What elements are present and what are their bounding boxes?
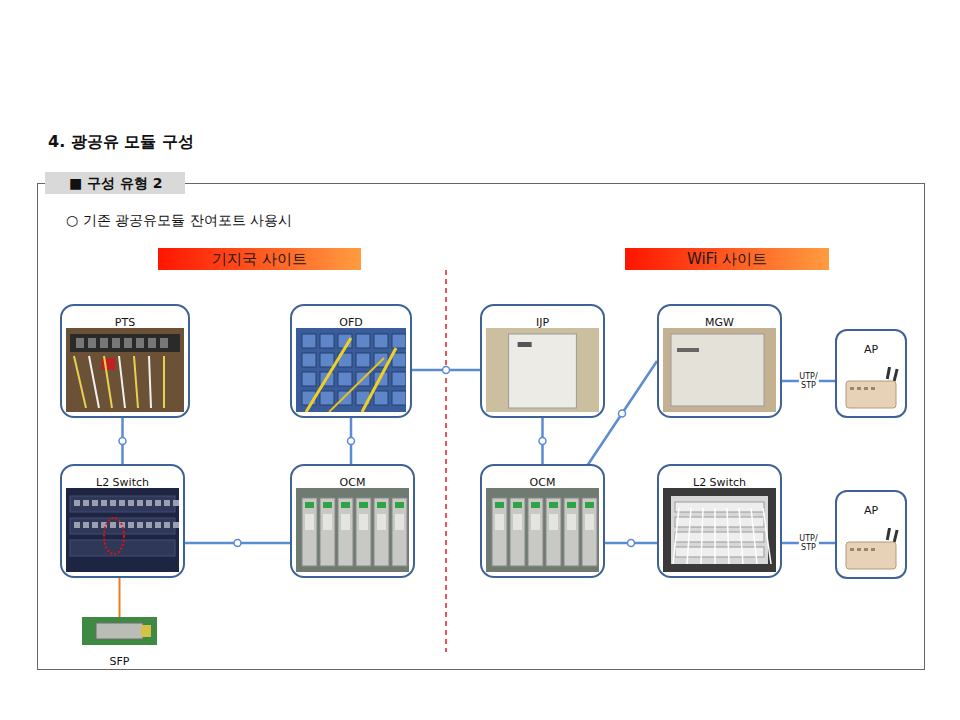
node-label: IJP xyxy=(536,316,549,329)
equipment-photo xyxy=(663,488,776,572)
connector-dot xyxy=(443,367,450,374)
equipment-box: PTS xyxy=(60,304,190,418)
equipment-photo xyxy=(663,328,776,412)
note-label: ○ 기존 광공유모듈 잔여포트 사용시 xyxy=(66,212,292,230)
equipment-photo xyxy=(296,488,409,572)
connector-dot xyxy=(619,410,626,417)
connector xyxy=(119,578,121,617)
cable-label: UTP/ STP xyxy=(798,533,818,553)
equipment-photo xyxy=(66,488,179,572)
equipment-photo xyxy=(842,528,900,571)
module-figure: SFP xyxy=(82,617,157,667)
node-label: MGW xyxy=(705,316,734,329)
node-label: WiFi 사이트 xyxy=(687,248,767,270)
connector-dot xyxy=(628,540,635,547)
site-band: 기지국 사이트 xyxy=(158,248,361,270)
equipment-box: OCM xyxy=(480,464,605,578)
equipment-photo xyxy=(296,328,406,412)
node-label: OFD xyxy=(339,316,362,329)
cable-label: UTP/ STP xyxy=(798,371,818,391)
panel-heading: ■ 구성 유형 2 xyxy=(45,172,185,194)
equipment-photo xyxy=(486,328,599,412)
connector-dot xyxy=(539,438,546,445)
equipment-box: OFD xyxy=(290,304,412,418)
node-label: OCM xyxy=(530,476,556,489)
node-label: L2 Switch xyxy=(693,476,746,489)
group-panel: 기지국 사이트 WiFi 사이트 PTS OFD IJP MGW AP L2 Switch OC… xyxy=(37,183,925,670)
site-band: WiFi 사이트 xyxy=(625,248,829,270)
connector-dot xyxy=(119,438,126,445)
equipment-photo xyxy=(66,328,184,412)
equipment-box: IJP xyxy=(480,304,605,418)
node-label: L2 Switch xyxy=(96,476,149,489)
node-label: AP xyxy=(864,504,878,517)
equipment-box: L2 Switch xyxy=(60,464,185,578)
node-label: SFP xyxy=(110,655,130,668)
equipment-photo xyxy=(486,488,599,572)
connector-dot xyxy=(234,540,241,547)
page-title: 4. 광공유 모듈 구성 xyxy=(48,132,194,153)
equipment-box: MGW xyxy=(657,304,782,418)
node-label: OCM xyxy=(340,476,366,489)
node-label: 기지국 사이트 xyxy=(212,248,307,270)
access-point-box: AP xyxy=(835,490,907,579)
equipment-photo xyxy=(842,367,900,410)
node-label: PTS xyxy=(115,316,135,329)
site-divider xyxy=(445,270,447,652)
access-point-box: AP xyxy=(835,329,907,418)
connector-dot xyxy=(348,438,355,445)
node-label: AP xyxy=(864,343,878,356)
equipment-photo xyxy=(82,617,157,645)
equipment-box: L2 Switch xyxy=(657,464,782,578)
equipment-box: OCM xyxy=(290,464,415,578)
